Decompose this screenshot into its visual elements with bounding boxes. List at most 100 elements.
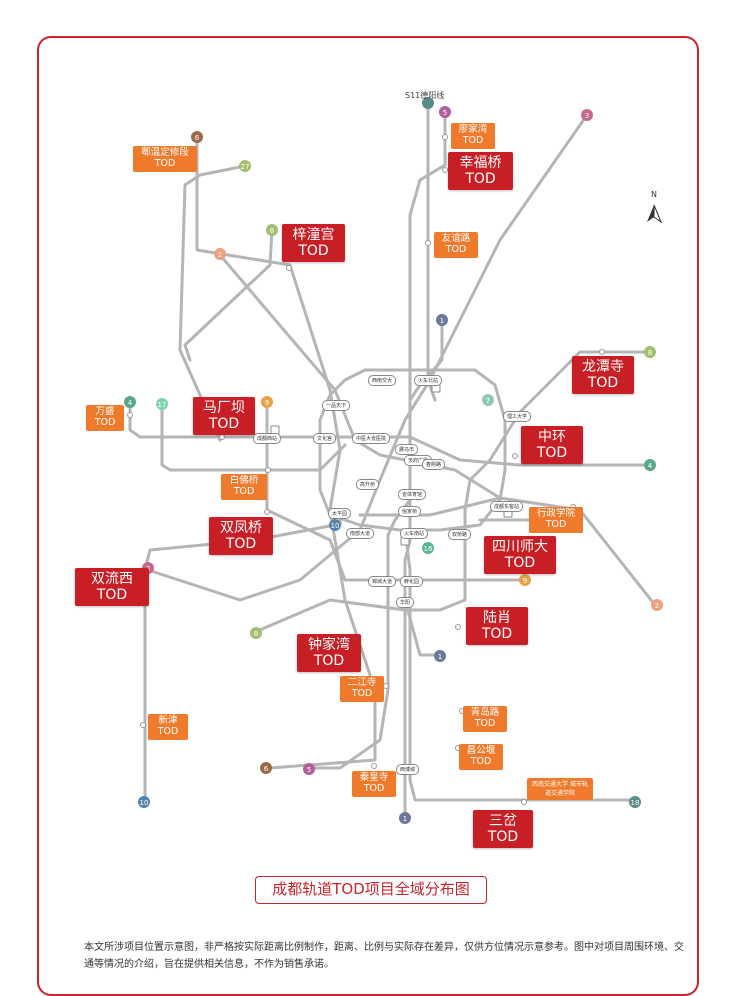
terminal-27: 27 bbox=[239, 160, 251, 172]
disclaimer-text: 本文所涉项目位置示意图，非严格按实际距离比例制作，距离、比例与实际存在差异，仅供… bbox=[84, 942, 684, 970]
station-label: 双桥路 bbox=[448, 529, 472, 540]
terminal-3-north: 3 bbox=[581, 109, 593, 121]
svg-text:9: 9 bbox=[265, 399, 269, 407]
station-label: 西博城 bbox=[396, 764, 420, 775]
terminal-6-north: 6 bbox=[191, 131, 203, 143]
line-8 bbox=[253, 350, 652, 634]
terminal-16: 16 bbox=[422, 542, 434, 554]
svg-text:16: 16 bbox=[424, 545, 433, 553]
svg-text:4: 4 bbox=[128, 399, 133, 407]
map-title: 成都轨道TOD项目全域分布图 bbox=[255, 876, 487, 904]
station-label: 南部大道 bbox=[346, 528, 375, 539]
svg-text:7: 7 bbox=[486, 397, 490, 405]
line-3 bbox=[143, 113, 589, 607]
terminal-7: 7 bbox=[482, 394, 494, 406]
svg-text:6: 6 bbox=[195, 134, 200, 142]
svg-text:8: 8 bbox=[648, 349, 652, 357]
station-label: 太平园 bbox=[328, 508, 352, 519]
terminal-5-south: 5 bbox=[303, 763, 315, 775]
s11-line-label: S11德阳线 bbox=[405, 91, 445, 100]
terminal-diag: 8 bbox=[266, 224, 278, 236]
svg-text:18: 18 bbox=[631, 799, 640, 807]
svg-text:8: 8 bbox=[270, 227, 274, 235]
station-label: 倪家桥 bbox=[398, 506, 422, 517]
station-label: 高升桥 bbox=[356, 479, 380, 490]
terminal-1-north: 1 bbox=[436, 314, 448, 326]
station-label: 文化宫 bbox=[313, 433, 337, 444]
station-label: 孵化园 bbox=[400, 576, 424, 587]
terminal-18: 18 bbox=[629, 796, 641, 808]
terminal-2-east: 2 bbox=[651, 599, 663, 611]
terminal-10-south: 10 bbox=[138, 796, 150, 808]
terminal-2-west: 2 bbox=[214, 248, 226, 260]
compass-arrow-icon bbox=[647, 204, 663, 224]
terminal-9-east: 9 bbox=[519, 574, 531, 586]
station-label: 一品天下 bbox=[322, 400, 351, 411]
station-label: 理工大学 bbox=[503, 411, 532, 422]
svg-text:6: 6 bbox=[264, 765, 269, 773]
terminal-s11 bbox=[422, 97, 434, 109]
station-label: 火车北站 bbox=[414, 375, 443, 386]
line-17 bbox=[160, 403, 347, 472]
svg-text:2: 2 bbox=[218, 251, 222, 259]
svg-text:3: 3 bbox=[585, 112, 589, 120]
svg-text:17: 17 bbox=[158, 401, 167, 409]
terminal-17: 17 bbox=[156, 398, 168, 410]
terminal-8-east: 8 bbox=[644, 346, 656, 358]
terminal-10-north: 10 bbox=[329, 519, 341, 531]
station-label: 骡马市 bbox=[395, 444, 419, 455]
terminal-1-south: 1 bbox=[399, 812, 411, 824]
terminal-9-north: 9 bbox=[261, 396, 273, 408]
svg-text:9: 9 bbox=[523, 577, 527, 585]
station-label: 春熙路 bbox=[422, 459, 446, 470]
station-label: 成都东客站 bbox=[490, 501, 524, 512]
svg-text:4: 4 bbox=[648, 462, 653, 470]
line-13 bbox=[358, 496, 502, 517]
tod-tag-swjtu-rail-college[interactable]: 西南交通大学 城市轨道交通学院 bbox=[527, 778, 593, 800]
terminal-1-branch: 1 bbox=[434, 650, 446, 662]
line-diag bbox=[183, 228, 274, 362]
station-label: 西南交大 bbox=[368, 375, 397, 386]
terminal-8-west: 8 bbox=[250, 627, 262, 639]
station-label: 火车南站 bbox=[400, 528, 429, 539]
line-7 bbox=[318, 368, 507, 532]
line-6 bbox=[195, 135, 377, 770]
line-2 bbox=[218, 253, 657, 607]
terminal-4-west: 4 bbox=[124, 396, 136, 408]
svg-text:10: 10 bbox=[331, 522, 340, 530]
station-label: 锦城大道 bbox=[368, 576, 397, 587]
compass-label: N bbox=[651, 190, 657, 199]
svg-text:5: 5 bbox=[307, 766, 311, 774]
line-18 bbox=[403, 528, 632, 802]
terminal-5-north: 5 bbox=[439, 106, 451, 118]
svg-text:10: 10 bbox=[140, 799, 149, 807]
station-label: 华阳 bbox=[396, 597, 415, 608]
svg-text:27: 27 bbox=[241, 163, 250, 171]
svg-text:5: 5 bbox=[443, 109, 447, 117]
svg-text:1: 1 bbox=[440, 317, 444, 325]
station-label: 成都西站 bbox=[253, 433, 282, 444]
station-label: 省体育馆 bbox=[398, 489, 427, 500]
